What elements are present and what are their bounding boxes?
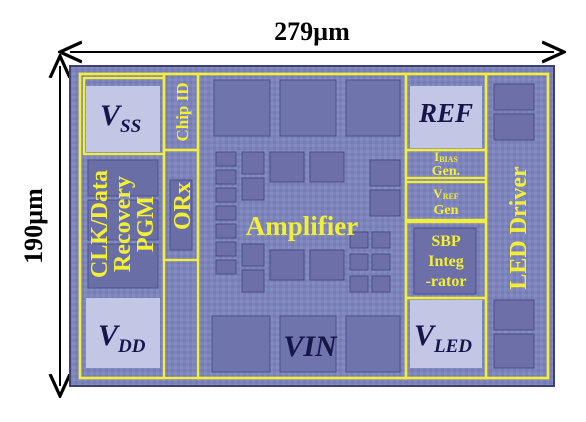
sbp-label-line1: SBP xyxy=(431,233,461,250)
led-driver-outline xyxy=(484,72,550,380)
ref-pad xyxy=(410,86,482,148)
clk-data-label-line1: CLK/Data xyxy=(87,170,113,278)
width-dimension-label: 279µm xyxy=(274,17,350,46)
top-pad-row xyxy=(213,79,401,137)
clk-block-circuitry xyxy=(87,159,159,289)
clk-data-label-line3: PGM xyxy=(133,196,159,252)
ibias-label-line2: Gen. xyxy=(432,164,460,179)
sbp-label-line3: -rator xyxy=(426,273,467,290)
sbp-label-line2: Integ xyxy=(428,253,464,270)
ibias-label: IBIAS xyxy=(434,149,458,164)
clk-data-label-line2: Recovery xyxy=(110,176,136,272)
orx-label: ORx xyxy=(170,182,196,230)
vled-pad xyxy=(410,300,482,368)
right-column-circuitry xyxy=(413,83,535,369)
vin-label: VIN xyxy=(283,330,338,363)
vss-pad xyxy=(86,86,160,152)
bottom-pad-row xyxy=(211,315,401,373)
vss-label: VSS xyxy=(100,99,141,137)
amplifier-label: Amplifier xyxy=(246,211,358,241)
vdd-pad xyxy=(86,298,160,368)
block-outlines xyxy=(78,72,550,380)
vref-label: VREF xyxy=(433,186,459,201)
height-dimension-label: 190µm xyxy=(19,188,48,264)
orx-circuitry xyxy=(169,179,193,251)
vled-label: VLED xyxy=(414,319,472,357)
vdd-label: VDD xyxy=(98,319,146,357)
amplifier-cells xyxy=(215,151,401,293)
vref-label-line2: Gen xyxy=(434,203,459,218)
chip-id-label: Chip ID xyxy=(173,82,192,141)
ref-label: REF xyxy=(418,98,473,128)
led-driver-label: LED Driver xyxy=(506,166,532,290)
